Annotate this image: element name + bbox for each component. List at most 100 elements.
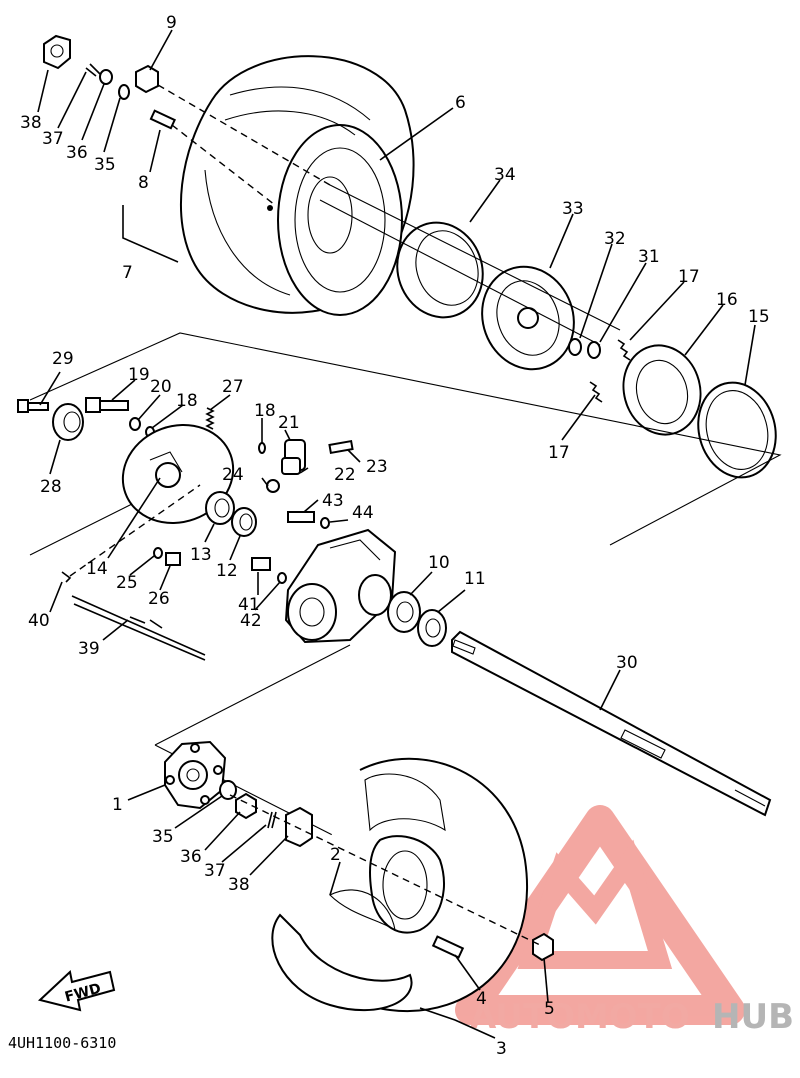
callout-33: 33 (562, 199, 584, 219)
callout-27: 27 (222, 377, 244, 397)
brake-cam-21-22 (281, 439, 306, 475)
seal-13 (205, 491, 235, 525)
callout-39: 39 (78, 639, 100, 659)
pin-18b (258, 442, 266, 454)
wheel-assembly-top (180, 55, 415, 316)
callout-3: 3 (496, 1039, 507, 1059)
washer-44 (320, 517, 330, 529)
callout-37b: 37 (204, 861, 226, 881)
callout-26: 26 (148, 589, 170, 609)
axle-housing (284, 528, 397, 644)
callout-17b: 17 (548, 443, 570, 463)
hub-1 (164, 740, 227, 810)
callout-9: 9 (166, 13, 177, 33)
callout-41: 41 (238, 595, 260, 615)
callout-12: 12 (216, 561, 238, 581)
washer-36 (99, 69, 113, 85)
callout-23: 23 (366, 457, 388, 477)
washer-35b (219, 780, 237, 800)
callout-5: 5 (544, 999, 555, 1019)
nut-24 (266, 479, 280, 493)
callout-18a: 18 (176, 391, 198, 411)
callout-20: 20 (150, 377, 172, 397)
callout-28: 28 (40, 477, 62, 497)
fwd-arrow: FWD (37, 970, 116, 1012)
callout-40: 40 (28, 611, 50, 631)
seal-15 (697, 381, 777, 479)
nut-5 (532, 932, 554, 962)
hub-nut-38b (285, 806, 313, 848)
seal-11 (417, 609, 447, 647)
callout-1: 1 (112, 795, 123, 815)
callout-36: 36 (66, 143, 88, 163)
callout-15: 15 (748, 307, 770, 327)
diagram-code: 4UH1100-6310 (8, 1034, 116, 1052)
watermark-part1: AUTOMOTO (470, 997, 690, 1037)
spring-17-upper (617, 339, 631, 361)
washer-42 (277, 572, 287, 584)
callout-38: 38 (20, 113, 42, 133)
callout-25: 25 (116, 573, 138, 593)
o-ring-32 (568, 338, 582, 356)
callout-2: 2 (330, 845, 341, 865)
callout-38b: 38 (228, 875, 250, 895)
callout-31: 31 (638, 247, 660, 267)
wheel-assembly-bottom (271, 757, 528, 1013)
callout-7: 7 (122, 263, 133, 283)
washer-35 (118, 84, 130, 100)
callout-30: 30 (616, 653, 638, 673)
seal-12 (231, 507, 257, 537)
pin-40 (61, 571, 72, 583)
bolt-43 (287, 511, 315, 523)
brake-plate-14 (121, 423, 235, 525)
watermark-part2: HUB (712, 997, 794, 1037)
callout-19: 19 (128, 365, 150, 385)
callout-32: 32 (604, 229, 626, 249)
callout-17a: 17 (678, 267, 700, 287)
callout-4: 4 (476, 989, 487, 1009)
bolt-19 (85, 397, 129, 413)
bolt-23 (328, 439, 354, 455)
nut-9 (135, 64, 159, 94)
rod-39 (71, 595, 206, 661)
stud-4 (431, 935, 465, 959)
callout-8: 8 (138, 173, 149, 193)
callout-29: 29 (52, 349, 74, 369)
callout-42: 42 (240, 611, 262, 631)
callout-14: 14 (86, 559, 108, 579)
brake-drum-34 (396, 221, 484, 319)
callout-44: 44 (352, 503, 374, 523)
callout-13: 13 (190, 545, 212, 565)
callout-22: 22 (334, 465, 356, 485)
brake-shoe-16 (622, 344, 702, 436)
bolt-29 (17, 399, 49, 413)
watermark-text: AUTOMOTO HUB (470, 997, 794, 1037)
callout-34: 34 (494, 165, 516, 185)
callout-35: 35 (94, 155, 116, 175)
spring-27 (205, 407, 215, 430)
rear-axle-shaft-30 (451, 630, 772, 817)
callout-6: 6 (455, 93, 466, 113)
callout-11: 11 (464, 569, 486, 589)
callout-labels: 9 38 37 36 35 8 7 6 34 33 32 31 17 16 15… (20, 13, 770, 1059)
callout-35b: 35 (152, 827, 174, 847)
cotter-pin-37b (267, 811, 277, 829)
callout-10: 10 (428, 553, 450, 573)
seal-28 (52, 403, 84, 441)
callout-37: 37 (42, 129, 64, 149)
stud-bolt-8 (149, 109, 176, 130)
callout-36b: 36 (180, 847, 202, 867)
washer-20 (129, 417, 141, 431)
cotter-pin-37 (85, 63, 101, 77)
hub-nut-38 (43, 34, 71, 70)
callout-16: 16 (716, 290, 738, 310)
callout-24: 24 (222, 465, 244, 485)
callout-43: 43 (322, 491, 344, 511)
callout-18b: 18 (254, 401, 276, 421)
callout-leaders (37, 29, 756, 1039)
bearing-10 (387, 591, 421, 633)
bolt-41 (251, 557, 271, 571)
washer-25 (153, 547, 163, 559)
brake-hub-33 (481, 265, 575, 371)
